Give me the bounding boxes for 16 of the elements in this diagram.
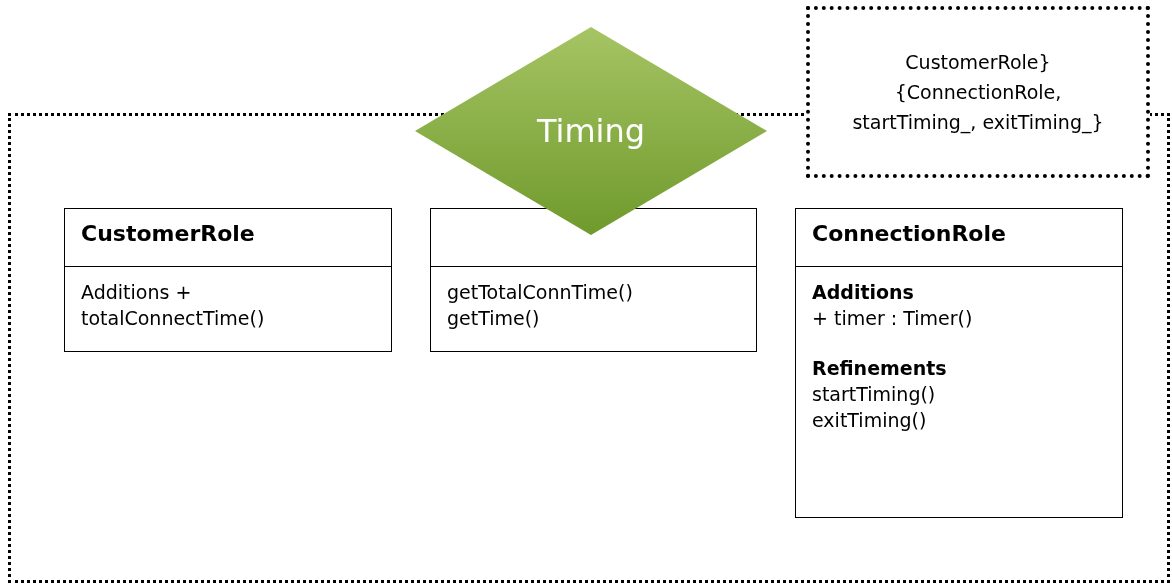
class-member-text: startTiming() exitTiming() bbox=[812, 382, 937, 433]
class-name: CustomerRole bbox=[81, 221, 255, 246]
class-member-text: Additions + totalConnectTime() bbox=[81, 280, 266, 331]
diamond-label: Timing bbox=[536, 112, 646, 150]
class-box bbox=[430, 208, 757, 352]
class-box bbox=[64, 208, 392, 352]
class-box bbox=[795, 208, 1123, 518]
container-box bbox=[8, 113, 1170, 583]
class-member-text: Additions bbox=[812, 280, 915, 305]
note-text: CustomerRole} {ConnectionRole, startTiming_, exitTiming_} bbox=[851, 50, 1105, 136]
class-member-text: Refinements bbox=[812, 356, 948, 381]
diamond-shape bbox=[415, 27, 767, 235]
class-name: ConnectionRole bbox=[812, 221, 1006, 246]
class-member-text: getTotalConnTime() getTime() bbox=[447, 280, 634, 331]
class-member-text: + timer : Timer() bbox=[812, 306, 974, 331]
note-box bbox=[806, 6, 1150, 178]
